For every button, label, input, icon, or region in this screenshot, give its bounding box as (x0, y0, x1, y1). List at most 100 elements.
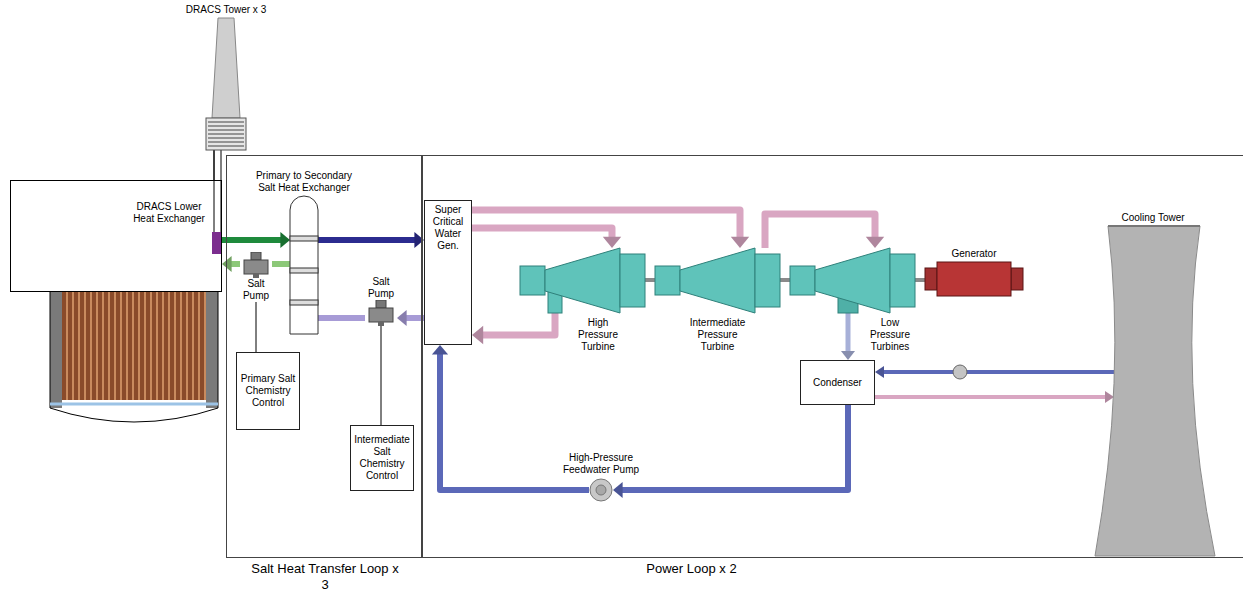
dracs-tower: DRACS Tower x 3 (206, 18, 246, 150)
node-label: Salt Heat Transfer Loop x 3 (250, 561, 400, 593)
arrowhead (397, 310, 407, 326)
connector-line (915, 278, 925, 282)
label-holder: Generator (934, 248, 1014, 260)
label-holder: High-Pressure Feedwater Pump (546, 452, 656, 476)
pipe-connector (256, 302, 257, 352)
pipe-connector (780, 280, 790, 281)
connector-line (883, 370, 1114, 374)
connector-line (472, 228, 612, 238)
pipe-connector (875, 391, 1114, 403)
connector-line (482, 313, 555, 335)
connector-line (231, 261, 240, 267)
connector-line (472, 210, 740, 238)
pump-icon (242, 252, 270, 278)
vessel-floor (50, 403, 218, 406)
pipe-connector (222, 256, 240, 272)
connector-line (846, 313, 851, 352)
connector-line (622, 405, 848, 490)
dracs-tower-shape (206, 18, 246, 150)
arrowhead (603, 237, 621, 248)
node-label: Salt Pump (240, 278, 272, 302)
turbine: High Pressure Turbine (520, 248, 645, 313)
label-holder: Salt Heat Transfer Loop x 3 (250, 561, 400, 593)
node-label: Intermediate Salt Chemistry Control (354, 434, 410, 482)
connector-line (381, 326, 382, 425)
pipe-connector (472, 313, 555, 344)
loop-region: Salt Heat Transfer Loop x 3Primary to Se… (226, 155, 422, 558)
vessel-outline (218, 292, 219, 408)
loop-region: Power Loop x 2Super Critical Water Gen.H… (422, 155, 1243, 558)
salt-pump: Salt Pump (365, 276, 397, 326)
node-label: Salt Pump (365, 276, 397, 300)
pipe-connector (397, 310, 424, 326)
pipe-connector (272, 264, 290, 265)
dracs-pipe (214, 180, 215, 232)
arrowhead (866, 237, 884, 248)
vessel-bottom (50, 408, 218, 422)
label-holder: Power Loop x 2 (622, 561, 762, 577)
vessel-outline (50, 292, 51, 408)
arrowhead (432, 345, 448, 355)
connector-line (222, 237, 281, 243)
node-label: Power Loop x 2 (622, 561, 762, 577)
reactor-core (62, 292, 206, 400)
generator: Generator (925, 262, 1023, 296)
vessel-wall (50, 292, 62, 408)
arrowhead (841, 351, 855, 360)
arrowhead (472, 326, 483, 344)
heat-exchanger-housing: DRACS Lower Heat Exchanger (10, 180, 222, 292)
arrowhead (1105, 391, 1114, 403)
node-label: Primary to Secondary Salt Heat Exchanger (254, 170, 354, 194)
vessel-wall (206, 292, 218, 408)
pipe-connector (381, 326, 382, 425)
node-label: High-Pressure Feedwater Pump (546, 452, 656, 476)
connector-line (780, 278, 790, 282)
node-label: DRACS Lower Heat Exchanger (129, 201, 209, 225)
condenser-box: Condenser (800, 360, 875, 405)
connector-line (875, 395, 1106, 399)
connector-line (318, 237, 415, 243)
pipe-connector (222, 232, 290, 248)
node-label: High Pressure Turbine (569, 317, 627, 353)
circulation-pump-symbol (953, 365, 967, 379)
node-label: Intermediate Pressure Turbine (680, 317, 755, 353)
cooling-tower-shape (1114, 226, 1192, 556)
arrowhead (731, 237, 749, 248)
label-holder: Low Pressure Turbines (862, 317, 918, 353)
turbine-shape (520, 248, 645, 313)
turbine-shape (790, 248, 915, 313)
label-holder: High Pressure Turbine (569, 317, 627, 353)
label-holder: Intermediate Pressure Turbine (680, 317, 755, 353)
connector-line (272, 261, 290, 267)
dracs-heat-exchanger (212, 232, 222, 254)
connector-line (645, 278, 655, 282)
chemistry-box: Primary Salt Chemistry Control (236, 352, 300, 430)
heat-exchanger-shape (290, 196, 318, 334)
pipe-connector (318, 318, 365, 319)
arrowhead (280, 232, 290, 248)
pipe-connector (841, 313, 855, 360)
connector-line (318, 315, 365, 321)
pipe-connector (613, 405, 848, 498)
pipe-connector (472, 228, 621, 248)
node-label: Condenser (804, 377, 871, 389)
generator-shape (925, 262, 1023, 296)
feedwater-pump-shape (589, 478, 613, 502)
turbine: Low Pressure Turbines (790, 248, 915, 313)
pipe-connector (214, 150, 215, 180)
turbine-shape (655, 248, 780, 313)
turbine: Intermediate Pressure Turbine (655, 248, 780, 313)
pipe-connector (765, 214, 884, 248)
connector-line (765, 214, 875, 248)
node-label: Low Pressure Turbines (862, 317, 918, 353)
arrowhead (875, 366, 884, 378)
connector-line (256, 302, 257, 352)
arrowhead (613, 482, 623, 498)
feedwater-pump: High-Pressure Feedwater Pump (589, 478, 613, 502)
node-label: DRACS Tower x 3 (171, 4, 281, 16)
pipe-connector (318, 232, 424, 248)
pipe-connector (915, 280, 925, 281)
salt-pump: Salt Pump (240, 252, 272, 302)
connector-line (213, 150, 215, 180)
